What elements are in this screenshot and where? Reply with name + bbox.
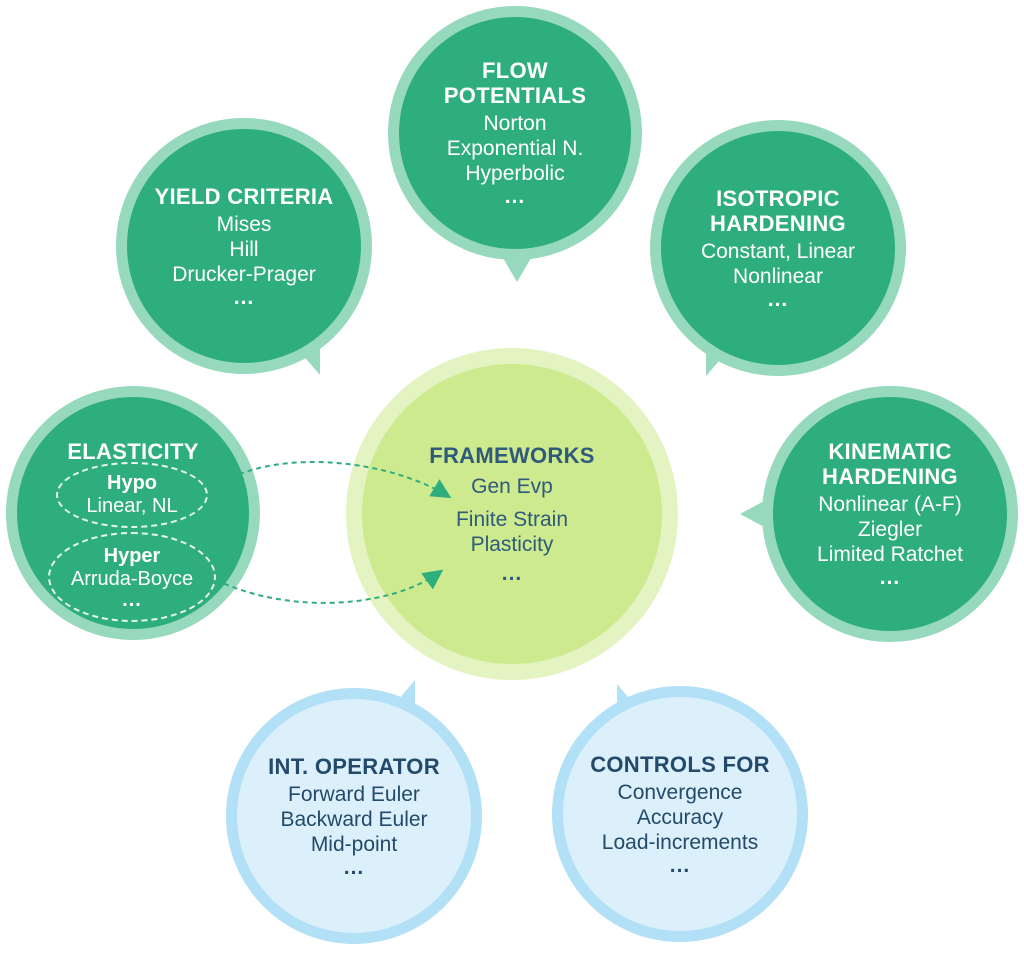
int-operator-more: ... [343, 855, 365, 879]
yield-criteria-title: YIELD CRITERIA [154, 183, 334, 209]
hypo-title: Hypo [107, 472, 157, 494]
controls-for-item: Convergence [617, 780, 743, 804]
elasticity-hypo-group: Hypo Linear, NL [56, 462, 208, 528]
frameworks-title: FRAMEWORKS [429, 443, 595, 468]
kinematic-hardening-more: ... [879, 566, 901, 589]
flow-potentials-bubble: FLOW POTENTIALS Norton Exponential N. Hy… [388, 6, 642, 260]
hyper-more: ... [122, 589, 142, 611]
int-operator-bubble: INT. OPERATOR Forward Euler Backward Eul… [226, 688, 482, 944]
elasticity-title: ELASTICITY [67, 439, 199, 464]
isotropic-hardening-more: ... [767, 287, 789, 311]
yield-criteria-more: ... [233, 285, 255, 309]
int-operator-title: INT. OPERATOR [268, 753, 440, 779]
frameworks-bubble: FRAMEWORKS Gen Evp Finite Strain Plastic… [346, 348, 678, 680]
frameworks-item: Gen Evp [471, 475, 553, 498]
controls-for-item: Load-increments [601, 830, 759, 854]
hyper-item: Arruda-Boyce [70, 568, 194, 590]
kinematic-hardening-title: KINEMATIC HARDENING [822, 439, 958, 489]
hypo-item: Linear, NL [86, 495, 178, 517]
hyper-to-frameworks-connector [215, 569, 444, 604]
controls-for-title: CONTROLS FOR [590, 751, 770, 777]
flow-potentials-more: ... [504, 185, 526, 208]
elasticity-hyper-group: Hyper Arruda-Boyce ... [48, 532, 216, 622]
flow-potentials-tail [503, 258, 531, 282]
isotropic-hardening-item: Constant, Linear [700, 239, 856, 263]
hyper-title: Hyper [103, 545, 161, 567]
controls-for-item: Accuracy [636, 805, 724, 829]
isotropic-hardening-title: ISOTROPIC HARDENING [710, 185, 846, 236]
yield-criteria-item: Hill [229, 237, 259, 261]
yield-criteria-item: Drucker-Prager [172, 262, 316, 286]
frameworks-item: Finite Strain Plasticity [455, 508, 569, 556]
kinematic-hardening-item: Limited Ratchet [817, 543, 963, 566]
isotropic-hardening-bubble: ISOTROPIC HARDENING Constant, Linear Non… [650, 120, 906, 376]
controls-for-bubble: CONTROLS FOR Convergence Accuracy Load-i… [552, 686, 808, 942]
kinematic-hardening-bubble: KINEMATIC HARDENING Nonlinear (A-F) Zieg… [762, 386, 1018, 642]
int-operator-item: Mid-point [310, 832, 398, 856]
kinematic-hardening-tail [740, 500, 766, 528]
controls-for-more: ... [669, 853, 691, 877]
int-operator-item: Backward Euler [280, 807, 428, 831]
kinematic-hardening-item: Ziegler [857, 518, 923, 541]
flow-potentials-title: FLOW POTENTIALS [443, 58, 587, 108]
yield-criteria-item: Mises [216, 212, 272, 236]
isotropic-hardening-item: Nonlinear [733, 264, 823, 288]
yield-criteria-bubble: YIELD CRITERIA Mises Hill Drucker-Prager… [116, 118, 372, 374]
flow-potentials-item: Exponential N. [446, 137, 584, 160]
hypo-to-frameworks-connector [207, 460, 452, 499]
flow-potentials-item: Norton [483, 112, 547, 135]
frameworks-more: ... [501, 562, 523, 585]
kinematic-hardening-item: Nonlinear (A-F) [818, 493, 962, 516]
flow-potentials-item: Hyperbolic [465, 162, 565, 185]
int-operator-item: Forward Euler [288, 782, 420, 806]
